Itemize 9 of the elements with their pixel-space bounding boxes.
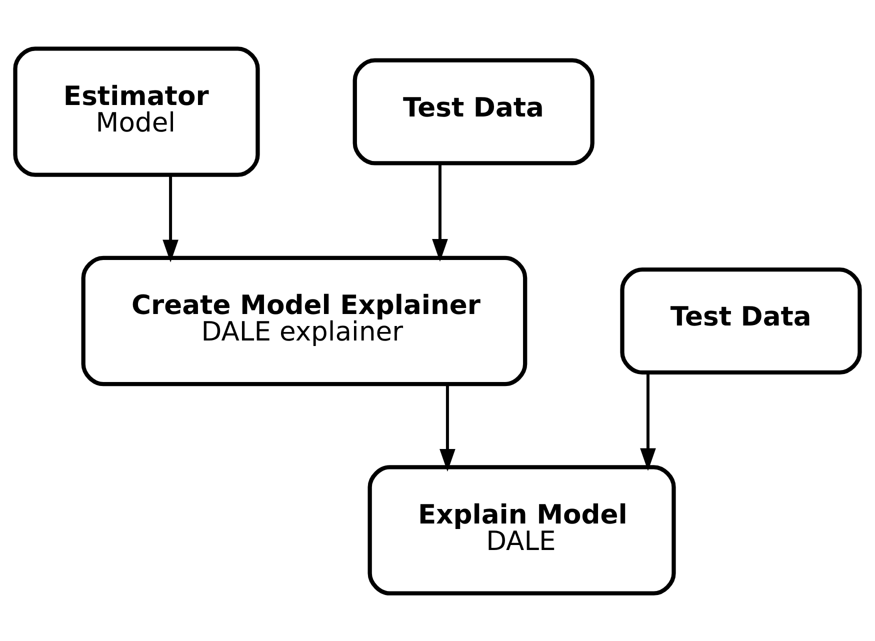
node-box: Test Data [620,266,862,374]
node-box: Test Data [352,58,594,165]
arrow [440,384,456,472]
arrow [640,372,656,470]
arrow [162,174,178,262]
node-box: Estimator Model [13,46,260,176]
arrow [432,162,448,262]
node-box: Create Model Explainer DALE explainer [81,255,528,386]
node-box: Explain Model DALE [368,464,676,595]
